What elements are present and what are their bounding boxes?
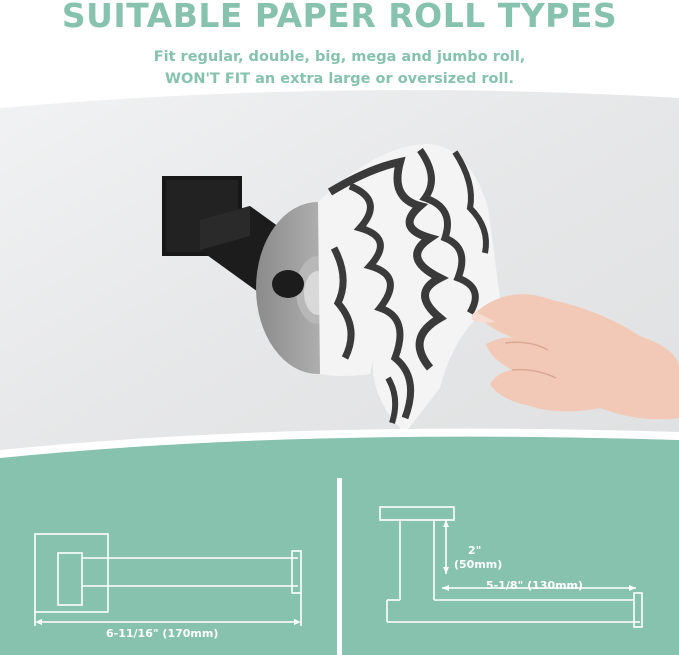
height-dimension-label-1: 2" [468, 544, 482, 557]
length-dimension-label: 6-11/16" (170mm) [106, 627, 219, 640]
side-view-diagram [342, 462, 679, 655]
front-arm-base [57, 552, 83, 606]
height-dimension-label-2: (50mm) [454, 558, 503, 571]
product-photo [0, 90, 679, 478]
hand [471, 294, 679, 420]
side-dimension-panel: 2" (50mm) 5-1/8" (130mm) [342, 462, 679, 655]
depth-dimension-label: 5-1/8" (130mm) [486, 579, 584, 592]
front-view-diagram [0, 462, 337, 655]
page-title: SUITABLE PAPER ROLL TYPES [61, 0, 618, 35]
front-dimension-panel: 6-11/16" (170mm) [0, 462, 337, 655]
subtitle-line-1: Fit regular, double, big, mega and jumbo… [153, 49, 526, 65]
front-mount-plate [34, 533, 109, 613]
zebra-toilet-roll [256, 143, 500, 433]
side-mount-plate [379, 506, 455, 521]
subtitle-line-2: WON'T FIT an extra large or oversized ro… [165, 71, 514, 87]
